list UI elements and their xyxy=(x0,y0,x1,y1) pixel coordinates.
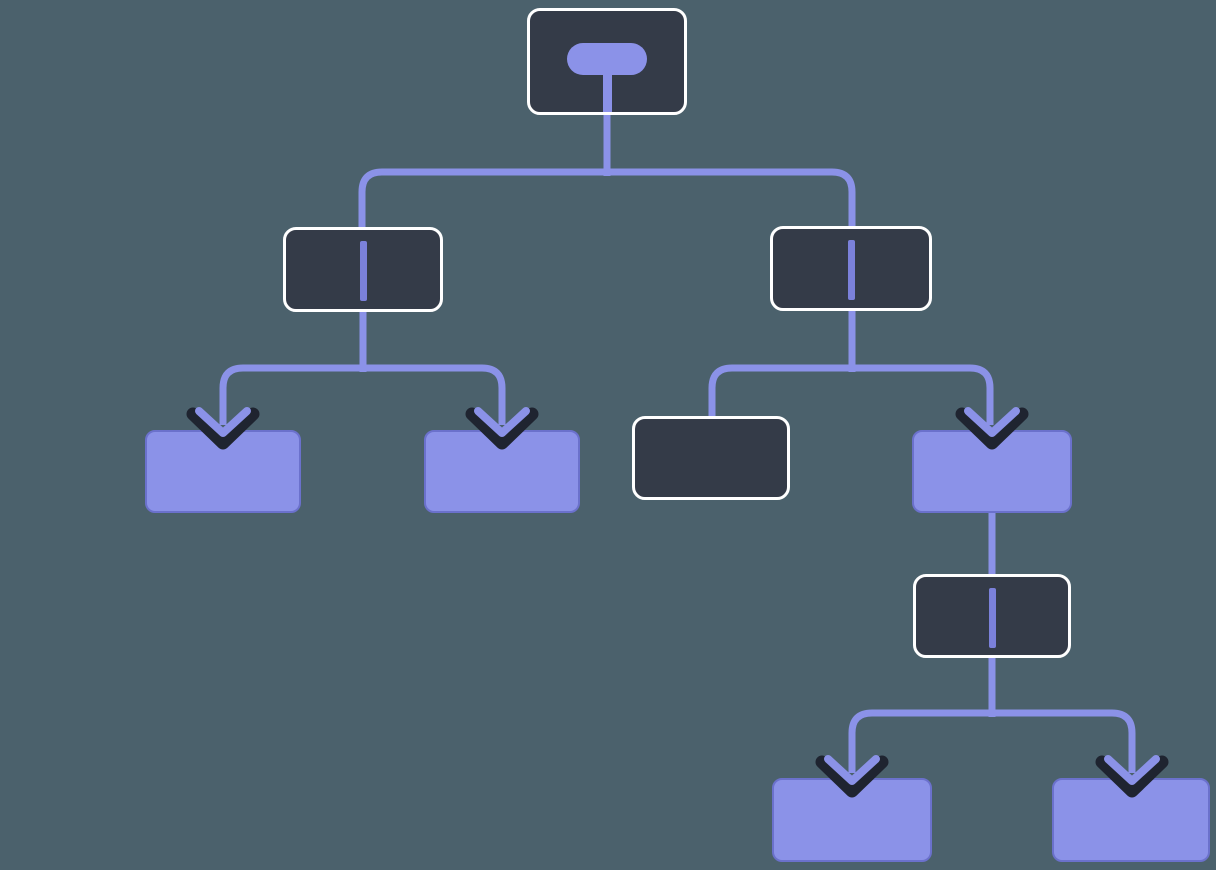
vertical-pass-line-icon xyxy=(359,241,367,301)
pill-with-stem-icon xyxy=(567,43,647,75)
node-leaf-1[interactable] xyxy=(145,430,301,513)
node-branch-left[interactable] xyxy=(283,227,443,312)
connector-bottom-rail xyxy=(848,709,1136,773)
node-leaf-5[interactable] xyxy=(772,778,932,862)
node-leaf-6[interactable] xyxy=(1052,778,1210,862)
node-leaf-4[interactable] xyxy=(912,430,1072,513)
node-leaf-2[interactable] xyxy=(424,430,580,513)
connector-left-rail xyxy=(219,364,506,425)
root-stem-icon xyxy=(602,75,612,112)
node-root[interactable] xyxy=(527,8,687,115)
vertical-pass-line-icon xyxy=(847,240,855,300)
node-branch-bottom[interactable] xyxy=(913,574,1071,658)
connector-top-rail xyxy=(358,168,856,231)
vertical-pass-line-icon xyxy=(988,588,996,648)
node-branch-right[interactable] xyxy=(770,226,932,311)
node-leaf-3[interactable] xyxy=(632,416,790,500)
